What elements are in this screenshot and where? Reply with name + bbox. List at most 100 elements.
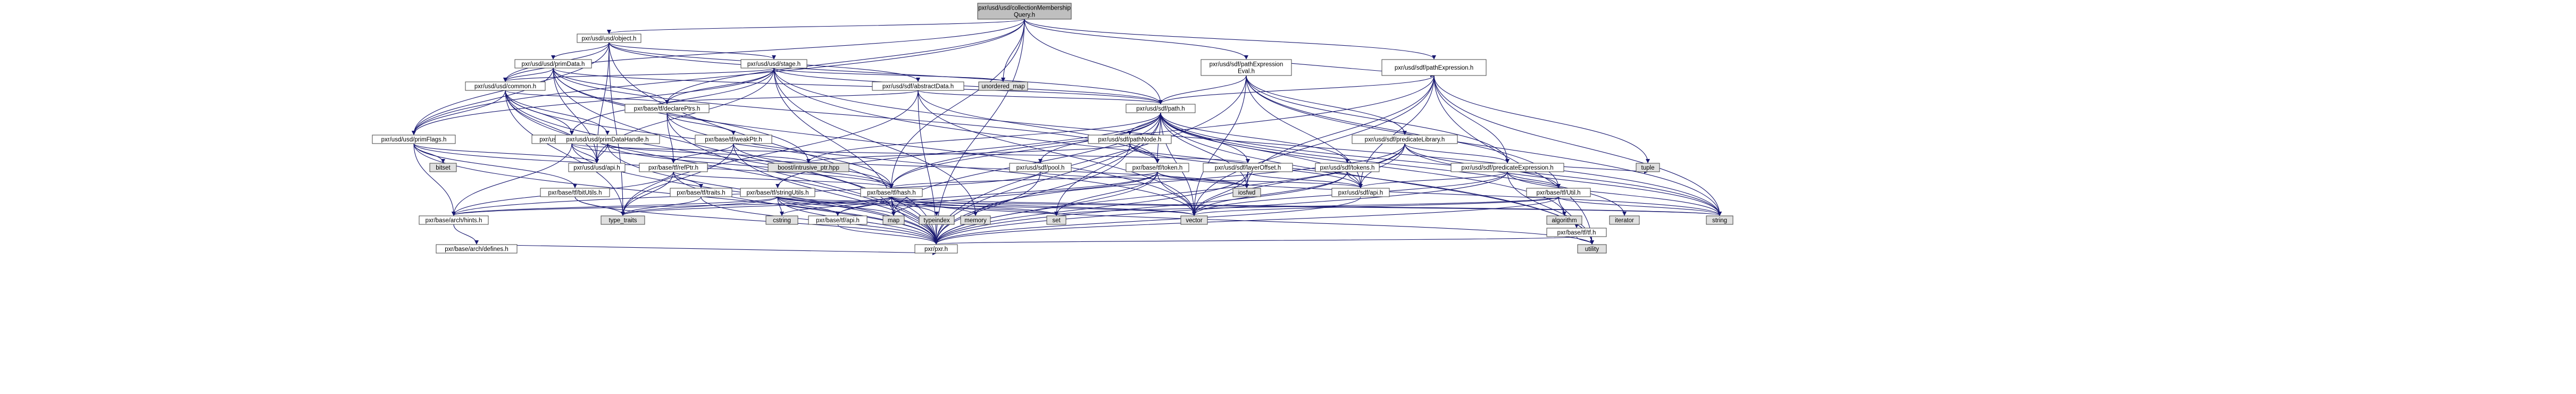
node-usd-primDataHandle[interactable]: pxr/usd/usd/primDataHandle.h bbox=[555, 135, 660, 144]
dependency-edge bbox=[621, 90, 919, 216]
node-sdf-pool[interactable]: pxr/usd/sdf/pool.h bbox=[1009, 163, 1072, 172]
node-usd-common[interactable]: pxr/usd/usd/common.h bbox=[465, 81, 546, 91]
dependency-edge bbox=[1358, 143, 1405, 188]
dependency-edge bbox=[934, 196, 1559, 245]
node-sdf-pathNode[interactable]: pxr/usd/sdf/pathNode.h bbox=[1088, 135, 1172, 144]
dependency-edge bbox=[503, 68, 774, 82]
dependency-edge bbox=[1404, 143, 1722, 216]
node-sdf-path[interactable]: pxr/usd/sdf/path.h bbox=[1126, 104, 1196, 113]
dependency-edge bbox=[1507, 171, 1722, 216]
node-tf-stringUtils[interactable]: pxr/base/tf/stringUtils.h bbox=[740, 188, 815, 197]
dependency-edge bbox=[553, 68, 1163, 104]
dependency-edge bbox=[773, 68, 1722, 216]
node-label: pxr/usd/usd/collectionMembership bbox=[978, 5, 1071, 12]
node-label: string bbox=[1712, 217, 1727, 224]
node-box bbox=[1046, 215, 1066, 225]
node-box bbox=[540, 188, 610, 197]
dependency-edge bbox=[806, 143, 1130, 163]
node-label: pxr/base/tf/weakPtr.h bbox=[705, 137, 762, 143]
dependency-edge bbox=[1160, 112, 1250, 163]
node-box bbox=[765, 215, 798, 225]
dependency-edge bbox=[1192, 196, 1559, 216]
node-label: map bbox=[888, 217, 899, 224]
node-usd-stage[interactable]: pxr/usd/usd/stage.h bbox=[740, 59, 807, 69]
node-label: pxr/usd/usd/common.h bbox=[474, 83, 536, 90]
node-box bbox=[465, 81, 546, 91]
node-usd-primData[interactable]: pxr/usd/usd/primData.h bbox=[514, 59, 592, 69]
dependency-edge bbox=[891, 196, 1058, 216]
node-tf-token[interactable]: pxr/base/tf/token.h bbox=[1126, 163, 1189, 172]
dependency-edge bbox=[1160, 112, 1722, 216]
dependency-edge bbox=[1158, 75, 1435, 104]
node-label: pxr/usd/usd/object.h bbox=[582, 36, 637, 42]
dependency-edge bbox=[918, 90, 1196, 216]
node-usd-object[interactable]: pxr/usd/usd/object.h bbox=[577, 33, 641, 43]
node-label: iterator bbox=[1615, 217, 1634, 224]
node-sdf-predicateExpr[interactable]: pxr/usd/sdf/predicateExpression.h bbox=[1450, 163, 1564, 172]
node-label: pxr/usd/usd/primFlags.h bbox=[381, 137, 447, 143]
node-tf-tfdot[interactable]: pxr/base/tf/tf.h bbox=[1546, 228, 1607, 237]
node-tf-hash[interactable]: pxr/base/tf/hash.h bbox=[860, 188, 923, 197]
node-label: pxr/usd/sdf/pool.h bbox=[1016, 165, 1065, 171]
dependency-edge bbox=[1246, 75, 1510, 163]
node-sdf-pathExpr[interactable]: pxr/usd/sdf/pathExpression.h bbox=[1381, 59, 1487, 76]
node-sdf-abstractData[interactable]: pxr/usd/sdf/abstractData.h bbox=[872, 81, 964, 91]
node-box bbox=[1088, 135, 1172, 144]
dependency-edge bbox=[733, 143, 938, 245]
node-tf-weakPtr[interactable]: pxr/base/tf/weakPtr.h bbox=[695, 135, 772, 144]
node-box bbox=[1526, 188, 1591, 197]
node-tf-bitUtils[interactable]: pxr/base/tf/bitUtils.h bbox=[540, 188, 610, 197]
node-label: memory bbox=[964, 217, 987, 224]
node-tf-refPtr[interactable]: pxr/base/tf/refPtr.h bbox=[639, 163, 708, 172]
node-arch-defines[interactable]: pxr/base/arch/defines.h bbox=[436, 244, 518, 254]
node-usd-api[interactable]: pxr/usd/usd/api.h bbox=[568, 163, 626, 172]
node-bitset: bitset bbox=[429, 163, 457, 172]
node-arch-hints[interactable]: pxr/base/arch/hints.h bbox=[419, 215, 489, 225]
node-label: cstring bbox=[773, 217, 791, 224]
dependency-edge bbox=[608, 42, 625, 216]
node-pxr-h[interactable]: pxr/pxr.h bbox=[914, 244, 958, 254]
node-box bbox=[624, 104, 710, 113]
dependency-edge bbox=[1024, 19, 1248, 60]
node-box bbox=[1126, 163, 1189, 172]
node-label: pxr/base/tf/stringUtils.h bbox=[747, 190, 809, 196]
node-label: pxr/base/tf/traits.h bbox=[677, 190, 725, 196]
node-label: pxr/base/tf/declarePtrs.h bbox=[634, 106, 701, 112]
node-label: pxr/pxr.h bbox=[924, 246, 948, 253]
node-box bbox=[914, 244, 958, 254]
dependency-edge bbox=[608, 42, 776, 60]
node-boost-intrusive: boost/intrusive_ptr.hpp bbox=[768, 163, 849, 172]
node-box bbox=[372, 135, 456, 144]
node-tf-traits[interactable]: pxr/base/tf/traits.h bbox=[670, 188, 732, 197]
node-box bbox=[429, 163, 457, 172]
node-sdf-api[interactable]: pxr/usd/sdf/api.h bbox=[1331, 188, 1390, 197]
dependency-edge bbox=[889, 112, 1161, 188]
dependency-edge bbox=[918, 90, 1163, 104]
dependency-edge bbox=[505, 90, 669, 104]
node-cstring: cstring bbox=[765, 215, 798, 225]
node-utility: utility bbox=[1577, 244, 1607, 254]
node-box bbox=[1331, 188, 1390, 197]
node-sdf-layerOffset[interactable]: pxr/usd/sdf/layerOffset.h bbox=[1203, 163, 1293, 172]
node-label: unordered_map bbox=[981, 83, 1024, 90]
node-sdf-predicateLib[interactable]: pxr/usd/sdf/predicateLibrary.h bbox=[1352, 135, 1458, 144]
node-tf-tf[interactable]: pxr/base/tf/Util.h bbox=[1526, 188, 1591, 197]
dependency-edge bbox=[553, 68, 669, 104]
dependency-edge bbox=[780, 196, 892, 216]
node-usd-primFlags[interactable]: pxr/usd/usd/primFlags.h bbox=[372, 135, 456, 144]
dependency-edge bbox=[673, 171, 938, 245]
node-box bbox=[872, 81, 964, 91]
node-sdf-tokens[interactable]: pxr/usd/sdf/tokens.h bbox=[1315, 163, 1380, 172]
dependency-edge bbox=[673, 171, 703, 188]
node-sdf-declarePtrs[interactable]: pxr/base/tf/declarePtrs.h bbox=[624, 104, 710, 113]
dependency-edge bbox=[553, 68, 599, 163]
node-box bbox=[882, 215, 905, 225]
node-unordered-map: unordered_map bbox=[978, 81, 1028, 91]
dependency-edge bbox=[505, 90, 625, 216]
dependency-edge bbox=[413, 143, 456, 216]
node-box bbox=[1609, 215, 1640, 225]
node-tf-tfh[interactable]: pxr/base/tf/api.h bbox=[808, 215, 868, 225]
dependency-edge bbox=[934, 143, 1130, 245]
